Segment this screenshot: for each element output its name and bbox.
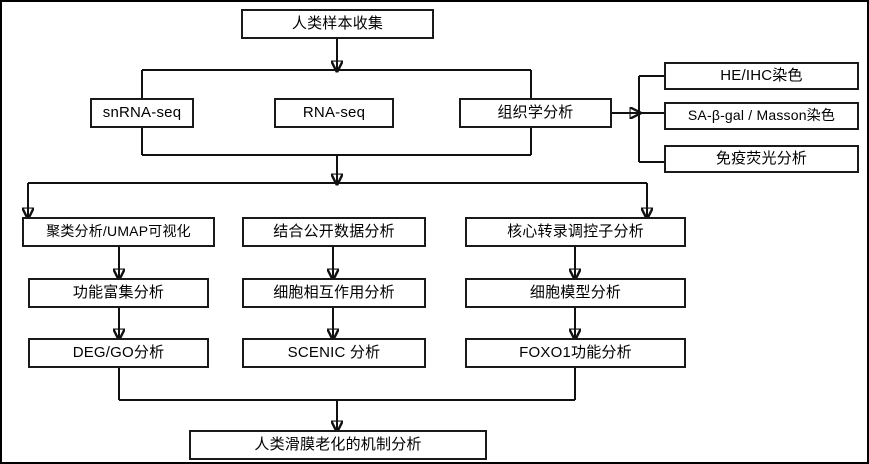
node-core-regulon-analysis[interactable]: 核心转录调控子分析: [465, 217, 686, 247]
node-label: 聚类分析/UMAP可视化: [46, 223, 191, 240]
node-rna-seq[interactable]: RNA-seq: [274, 98, 394, 128]
node-scenic-analysis[interactable]: SCENIC 分析: [242, 338, 426, 368]
node-label: FOXO1功能分析: [519, 343, 632, 361]
node-label: HE/IHC染色: [720, 66, 803, 84]
node-label: DEG/GO分析: [72, 343, 165, 361]
node-histology-analysis[interactable]: 组织学分析: [459, 98, 612, 128]
node-label: 细胞相互作用分析: [273, 283, 395, 301]
node-label: snRNA-seq: [102, 103, 182, 121]
node-label: RNA-seq: [302, 103, 366, 121]
node-cell-model-analysis[interactable]: 细胞模型分析: [465, 278, 686, 308]
node-public-data-analysis[interactable]: 结合公开数据分析: [242, 217, 426, 247]
node-cell-interaction-analysis[interactable]: 细胞相互作用分析: [242, 278, 426, 308]
node-label: 核心转录调控子分析: [507, 222, 644, 240]
node-foxo1-function-analysis[interactable]: FOXO1功能分析: [465, 338, 686, 368]
node-label: 组织学分析: [497, 103, 574, 121]
node-label: 结合公开数据分析: [273, 222, 395, 240]
node-label: 细胞模型分析: [529, 283, 622, 301]
node-clustering-umap[interactable]: 聚类分析/UMAP可视化: [22, 217, 215, 247]
node-he-ihc-staining[interactable]: HE/IHC染色: [664, 62, 859, 90]
node-label: SCENIC 分析: [287, 343, 381, 361]
node-label: 人类滑膜老化的机制分析: [254, 435, 422, 453]
node-label: 免疫荧光分析: [715, 149, 808, 167]
node-label: 功能富集分析: [72, 283, 165, 301]
node-snrna-seq[interactable]: snRNA-seq: [90, 98, 194, 128]
node-conclusion-mechanism[interactable]: 人类滑膜老化的机制分析: [189, 430, 487, 460]
node-label: 人类样本收集: [291, 14, 384, 32]
node-label: SA-β-gal / Masson染色: [687, 107, 836, 124]
node-functional-enrichment[interactable]: 功能富集分析: [28, 278, 209, 308]
node-sample-collection[interactable]: 人类样本收集: [241, 9, 434, 39]
node-sa-bgal-masson-staining[interactable]: SA-β-gal / Masson染色: [664, 102, 859, 130]
node-immunofluorescence-analysis[interactable]: 免疫荧光分析: [664, 145, 859, 173]
node-deg-go-analysis[interactable]: DEG/GO分析: [28, 338, 209, 368]
